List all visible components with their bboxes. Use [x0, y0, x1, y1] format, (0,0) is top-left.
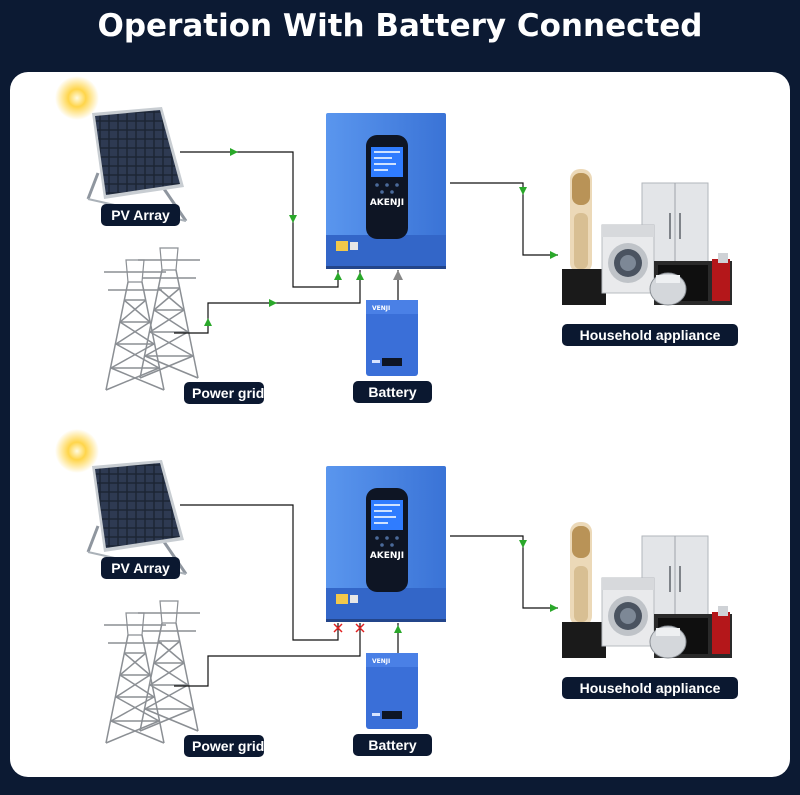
pv-array-label: PV Array [101, 557, 180, 579]
diagram-top [53, 74, 733, 391]
power-tower-icon [137, 247, 201, 379]
flow-arrow-icon [356, 272, 364, 280]
pv-line [180, 504, 339, 641]
pv-array-label: PV Array [101, 204, 180, 226]
power-grid-label: Power grid [184, 735, 264, 757]
blocked-x-icon [355, 623, 365, 633]
battery-brand: VENJI [372, 305, 390, 312]
inverter-icon [326, 466, 446, 622]
load-line [450, 182, 558, 256]
appliances-icon [561, 168, 733, 306]
appliances-icon [561, 521, 733, 659]
flow-arrow-icon [519, 187, 527, 195]
flow-arrow-icon [519, 540, 527, 548]
household-appliance-label: Household appliance [562, 324, 738, 346]
inverter-icon [326, 113, 446, 269]
pv-line [180, 151, 339, 288]
flow-arrow-icon [230, 148, 238, 156]
flow-arrow-icon [289, 215, 297, 223]
flow-arrow-icon [550, 604, 558, 612]
power-tower-icon [137, 600, 201, 732]
page-title: Operation With Battery Connected [97, 8, 703, 44]
flow-arrow-icon [269, 299, 277, 307]
load-line [450, 535, 558, 609]
power-grid-label: Power grid [184, 382, 264, 404]
flow-arrow-icon [550, 251, 558, 259]
flow-arrow-icon [204, 318, 212, 326]
battery-arrow-icon [394, 625, 402, 633]
solar-panel-icon [53, 74, 188, 223]
flow-arrow-icon [334, 272, 342, 280]
battery-label: Battery [353, 381, 432, 403]
grid-line [174, 270, 361, 334]
blocked-x-icon [333, 623, 343, 633]
grid-line [174, 623, 361, 687]
solar-panel-icon [53, 427, 188, 576]
inverter-brand: AKENJI [370, 198, 404, 208]
battery-arrow-icon [393, 270, 403, 280]
battery-label: Battery [353, 734, 432, 756]
diagram-bottom [53, 427, 733, 744]
inverter-brand: AKENJI [370, 551, 404, 561]
battery-brand: VENJI [372, 658, 390, 665]
household-appliance-label: Household appliance [562, 677, 738, 699]
